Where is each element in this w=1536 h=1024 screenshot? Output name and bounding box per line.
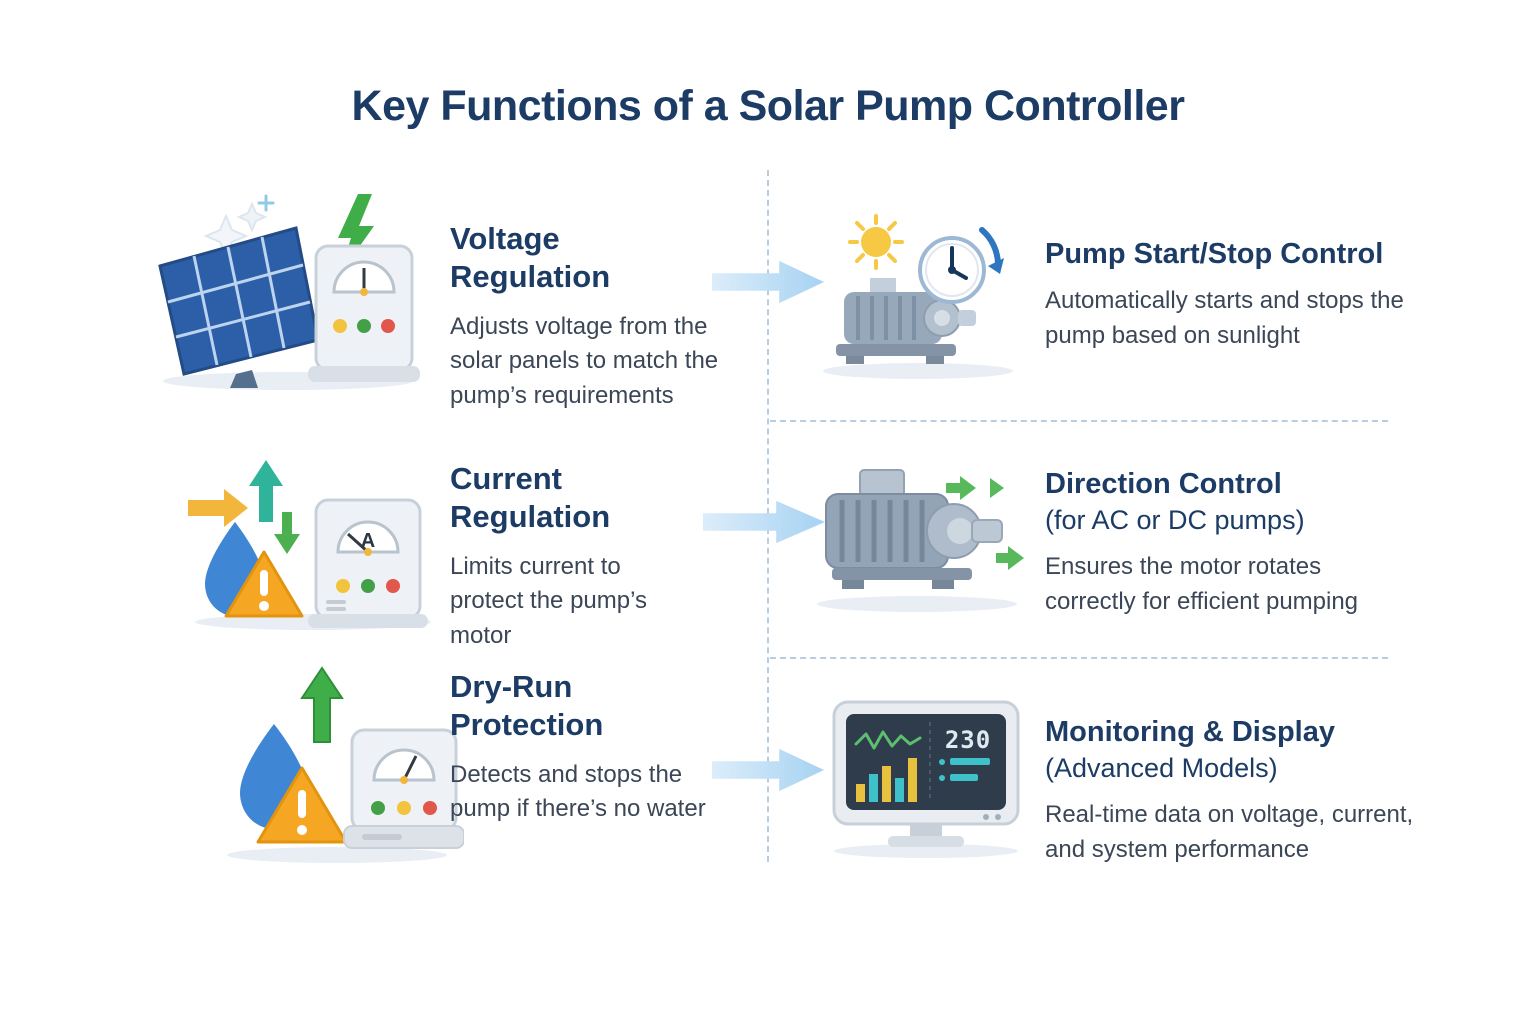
section-subtitle: (for AC or DC pumps) [1045,505,1305,536]
ammeter-warning-icon: A [178,448,450,636]
horizontal-divider-1 [770,420,1388,422]
page-title: Key Functions of a Solar Pump Controller [351,82,1185,130]
section-dry-run-protection: Dry-Run Protection Detects and stops the… [450,668,722,827]
section-description: Real-time data on voltage, current, and … [1045,801,1414,863]
section-description: Adjusts voltage from the solar panels to… [450,312,719,410]
horizontal-divider-2 [770,657,1388,659]
dry-run-warning-icon [212,662,464,867]
monitor-display-icon: 230 [826,696,1031,858]
section-title: Monitoring & Display (Advanced Models) [1045,714,1427,786]
section-title: Dry-Run Protection [450,669,604,742]
section-title: Direction Control (for AC or DC pumps) [1045,466,1405,538]
pump-sun-clock-icon [818,208,1033,383]
flow-arrow-2 [703,500,825,544]
section-title: Current Regulation [450,461,611,534]
pump-direction-arrows-icon [812,452,1040,614]
solar-panel-controller-icon [148,188,443,396]
section-description: Limits current to protect the pump’s mot… [450,552,648,650]
section-subtitle: (Advanced Models) [1045,753,1278,784]
section-monitoring-display: Monitoring & Display (Advanced Models) R… [1045,714,1427,868]
section-current-regulation: Current Regulation Limits current to pro… [450,460,700,654]
ammeter-letter: A [361,530,375,552]
section-pump-start-stop: Pump Start/Stop Control Automatically st… [1045,236,1437,354]
section-title: Voltage Regulation [450,221,611,294]
section-description: Detects and stops the pump if there’s no… [450,760,706,823]
section-direction-control: Direction Control (for AC or DC pumps) E… [1045,466,1405,620]
monitor-reading: 230 [945,726,991,754]
section-description: Automatically starts and stops the pump … [1045,287,1404,350]
section-title: Pump Start/Stop Control [1045,238,1384,270]
section-description: Ensures the motor rotates correctly for … [1045,553,1359,615]
section-voltage-regulation: Voltage Regulation Adjusts voltage from … [450,220,750,414]
